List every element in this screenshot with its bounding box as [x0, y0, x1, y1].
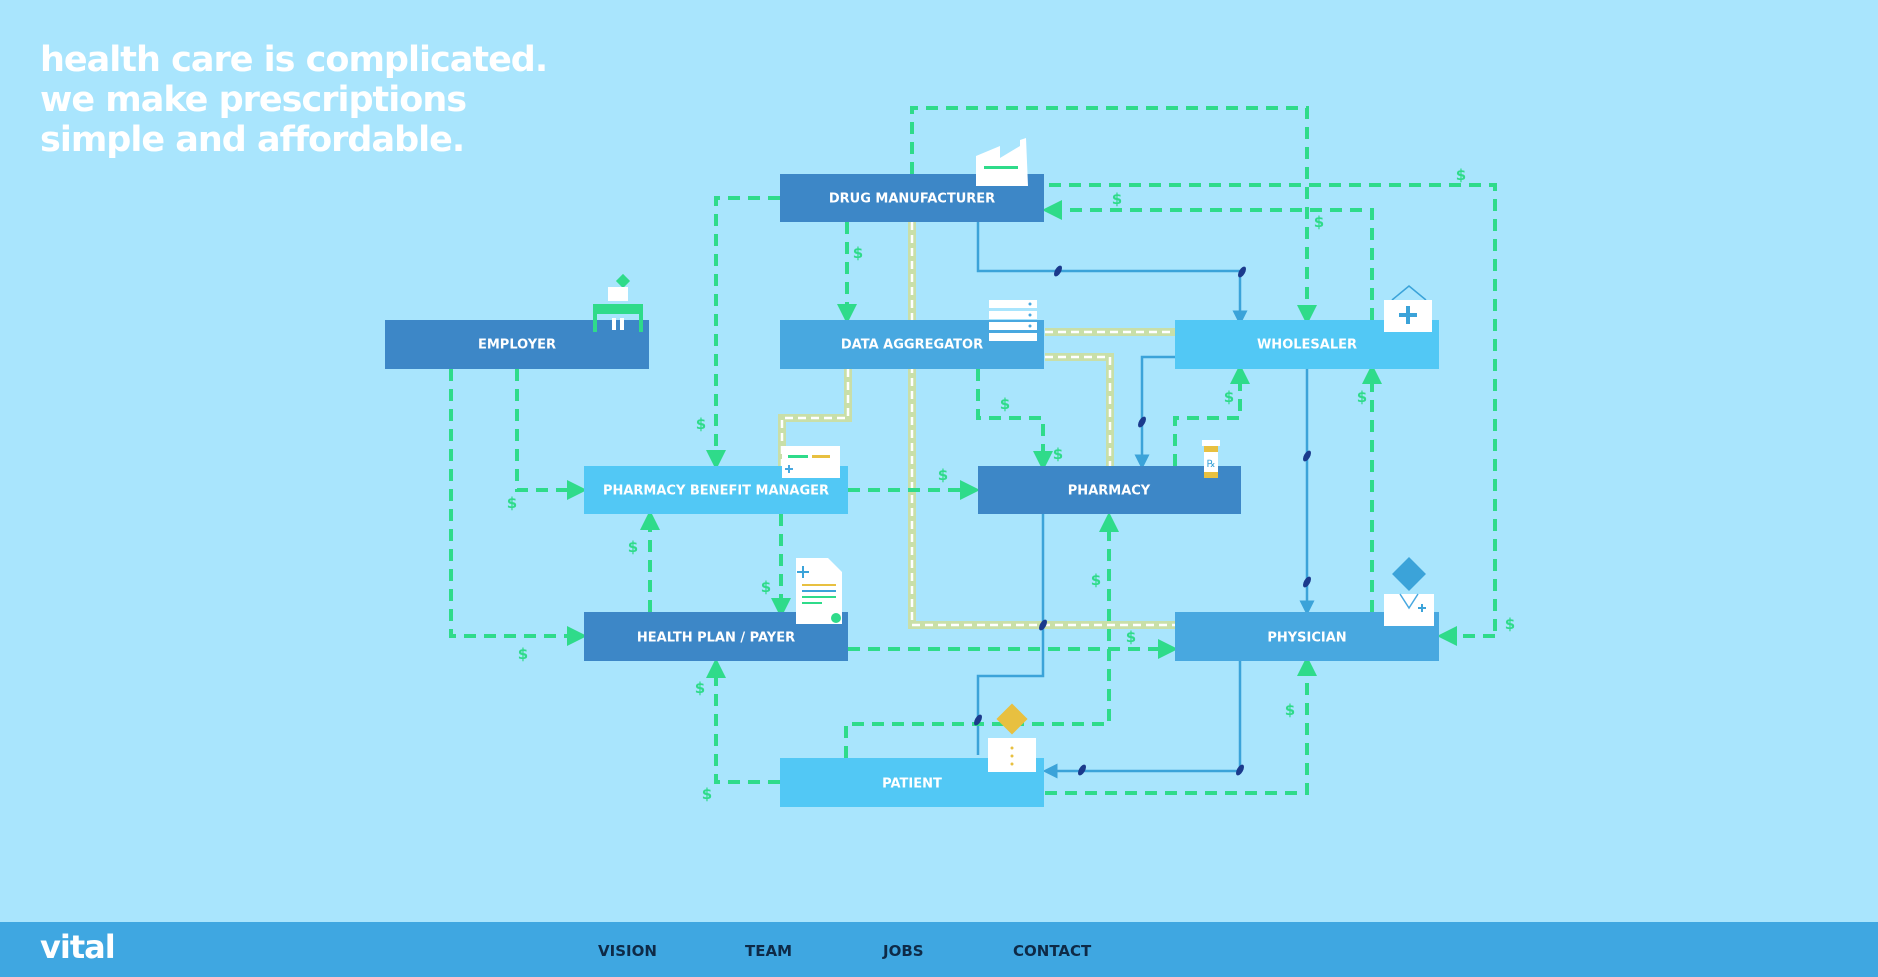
server-icon — [989, 300, 1037, 341]
pill-markers — [974, 265, 1311, 776]
healthcare-flow-diagram: $ $ $ $ $ $ $ $ $ $ $ $ $ $ $ $ $ $ $ $ … — [385, 106, 1515, 807]
node-label: PATIENT — [882, 777, 942, 792]
node-label: PHYSICIAN — [1267, 631, 1346, 646]
dollar-label: $ — [702, 785, 712, 803]
dollar-label: $ — [695, 679, 705, 697]
dollar-label: $ — [761, 578, 771, 596]
node-label: DRUG MANUFACTURER — [829, 192, 995, 207]
dollar-label: $ — [507, 494, 517, 512]
document-icon — [796, 558, 842, 624]
doctor-icon — [1384, 557, 1434, 626]
hero-headline: health care is complicated. we make pres… — [40, 40, 548, 160]
node-label: PHARMACY BENEFIT MANAGER — [603, 484, 829, 499]
dollar-label: $ — [696, 415, 706, 433]
nav-jobs[interactable]: JOBS — [883, 942, 924, 960]
dollar-label: $ — [1224, 388, 1234, 406]
medical-box-icon — [1384, 285, 1432, 332]
hero-line-2: we make prescriptions — [40, 80, 467, 120]
dollar-label: $ — [518, 645, 528, 663]
nav-team[interactable]: TEAM — [745, 942, 793, 960]
nav-vision[interactable]: VISION — [598, 942, 657, 960]
node-label: PHARMACY — [1068, 484, 1151, 499]
dollar-label: $ — [1456, 166, 1466, 184]
node-drug-manufacturer[interactable]: DRUG MANUFACTURER — [780, 174, 1044, 222]
node-label: HEALTH PLAN / PAYER — [637, 631, 795, 646]
node-label: EMPLOYER — [478, 338, 556, 353]
node-data-aggregator[interactable]: DATA AGGREGATOR — [780, 320, 1044, 369]
footer-bar: vital VISION TEAM JOBS CONTACT — [0, 922, 1878, 977]
card-icon — [782, 446, 840, 478]
desk-icon — [593, 273, 643, 332]
dollar-label: $ — [1505, 615, 1515, 633]
vital-logo[interactable]: vital — [40, 928, 116, 966]
dollar-label: $ — [938, 466, 948, 484]
svg-text:℞: ℞ — [1207, 459, 1216, 470]
dollar-label: $ — [1357, 388, 1367, 406]
dollar-label: $ — [1000, 395, 1010, 413]
node-label: WHOLESALER — [1257, 338, 1357, 353]
factory-icon — [976, 138, 1028, 186]
node-label: DATA AGGREGATOR — [841, 338, 983, 353]
dollar-label: $ — [1091, 571, 1101, 589]
node-pharmacy[interactable]: PHARMACY — [978, 466, 1241, 514]
dollar-label: $ — [628, 538, 638, 556]
dollar-label: $ — [1112, 190, 1122, 208]
hero-line-3: simple and affordable. — [40, 120, 465, 160]
dollar-label: $ — [853, 244, 863, 262]
dollar-label: $ — [1126, 628, 1136, 646]
person-icon — [988, 703, 1036, 772]
pill-bottle-icon: ℞ — [1202, 440, 1220, 478]
hero-line-1: health care is complicated. — [40, 40, 548, 80]
nav-contact[interactable]: CONTACT — [1013, 942, 1092, 960]
dollar-label: $ — [1053, 445, 1063, 463]
node-employer[interactable]: EMPLOYER — [385, 320, 649, 369]
data-flows — [778, 222, 1175, 629]
dollar-labels: $ $ $ $ $ $ $ $ $ $ $ $ $ $ $ $ $ $ $ $ — [507, 166, 1515, 803]
dollar-label: $ — [1285, 701, 1295, 719]
dollar-label: $ — [1314, 213, 1324, 231]
